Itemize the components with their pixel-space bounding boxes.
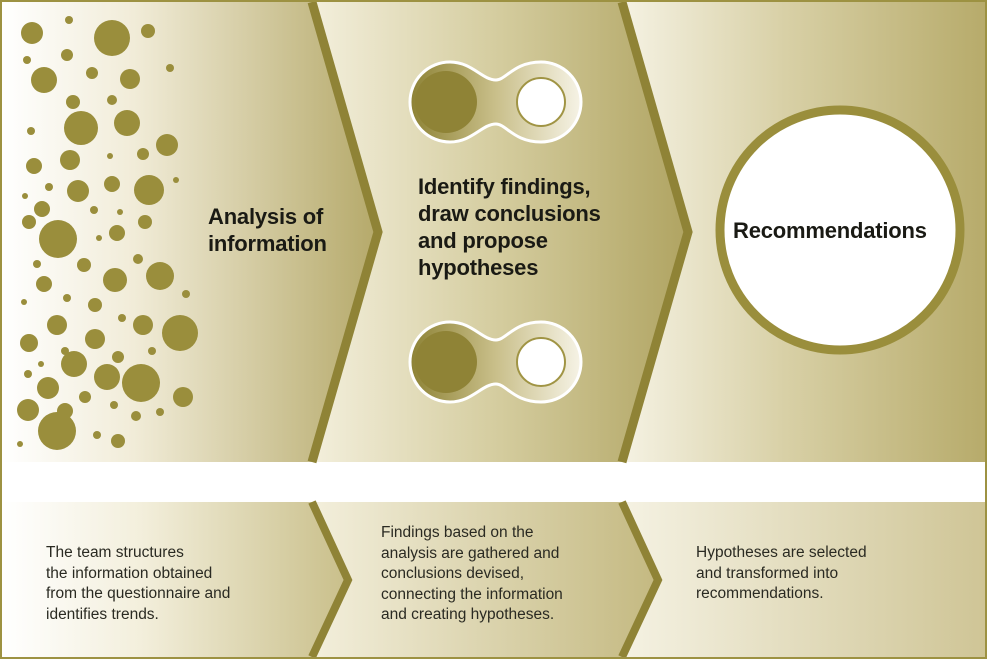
bottom-chevron-divider-2 [618,500,663,659]
description-1-panel [2,502,348,657]
connector-pill-top [408,60,583,144]
connector-pill-bottom [408,320,583,404]
stage-1-title: Analysis of information [208,204,327,256]
recommendations-circle [715,105,965,355]
stage-2-title: Identify findings, draw conclusions and … [418,174,601,280]
stage-2-panel [312,2,688,462]
stage-3-title: Recommendations [733,218,927,243]
chevron-divider-1 [307,0,383,464]
description-3-panel [622,502,985,657]
dot-cluster [17,16,198,450]
description-2-panel [312,502,658,657]
chevron-divider-2 [617,0,693,464]
stage-3-description: Hypotheses are selected and transformed … [696,544,867,602]
stage-1-description: The team structures the information obta… [46,544,231,623]
stage-2-description: Findings based on the analysis are gathe… [381,524,563,623]
bottom-chevron-divider-1 [308,500,353,659]
